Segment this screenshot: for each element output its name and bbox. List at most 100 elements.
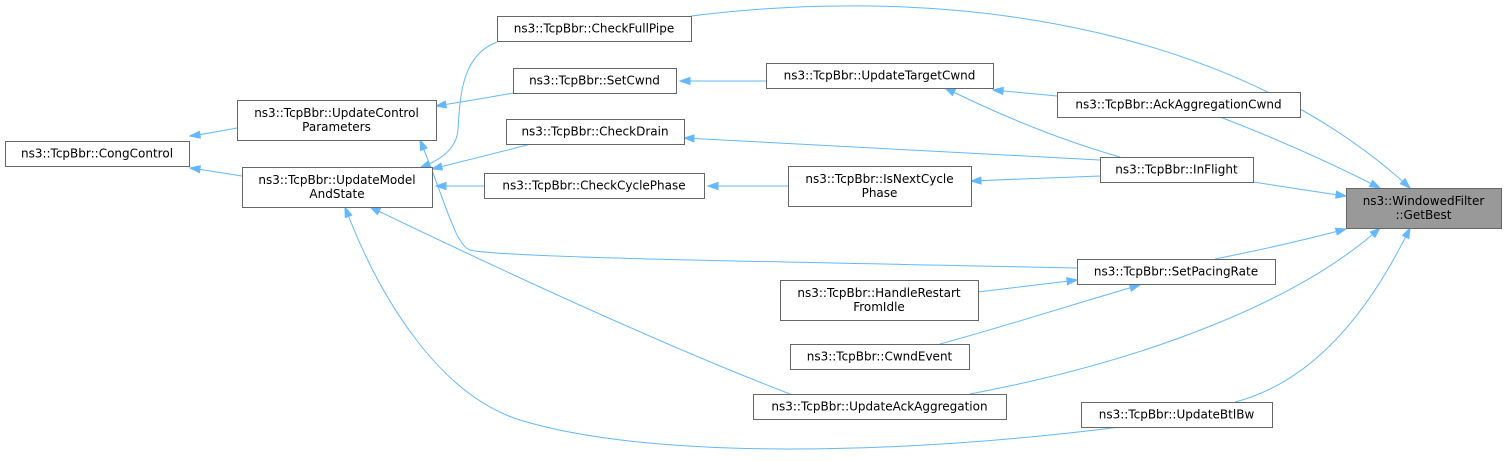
node-label: ns3::TcpBbr::UpdateControl bbox=[254, 106, 419, 120]
edge-arrowhead bbox=[430, 162, 444, 171]
node-label: AndState bbox=[309, 187, 364, 201]
edge-line bbox=[369, 206, 791, 395]
edge-isnextcyclephase-to-checkcyclephase bbox=[706, 181, 788, 191]
edge-arrowhead bbox=[1368, 179, 1382, 189]
node-label: ns3::TcpBbr::SetCwnd bbox=[529, 74, 660, 88]
edge-arrowhead bbox=[678, 76, 691, 86]
node-label: ns3::TcpBbr::UpdateModel bbox=[258, 173, 415, 187]
node-label: FromIdle bbox=[853, 300, 905, 314]
edge-line bbox=[344, 206, 1121, 450]
edge-line bbox=[431, 143, 532, 170]
edge-arrowhead bbox=[1335, 190, 1348, 199]
edge-setpacingrate-to-updatecontrol bbox=[419, 138, 1078, 269]
node-label: ns3::TcpBbr::HandleRestart bbox=[797, 286, 960, 300]
edge-arrowhead bbox=[706, 181, 719, 191]
node-updatetargetcwnd[interactable]: ns3::TcpBbr::UpdateTargetCwnd bbox=[766, 63, 994, 89]
edge-ackaggregationcwnd-to-getbest bbox=[1219, 116, 1382, 189]
edge-line bbox=[690, 5, 1411, 189]
node-label: ns3::TcpBbr::AckAggregationCwnd bbox=[1075, 98, 1281, 112]
node-box bbox=[5, 141, 190, 167]
edge-arrowhead bbox=[344, 205, 353, 219]
edge-updateackaggregation-to-updatemodel bbox=[368, 206, 791, 395]
edge-line bbox=[683, 137, 1101, 161]
node-label: ns3::TcpBbr::CheckFullPipe bbox=[514, 22, 674, 36]
node-box bbox=[1346, 188, 1502, 229]
node-label: ns3::TcpBbr::UpdateBtlBw bbox=[1099, 408, 1255, 422]
node-inflight[interactable]: ns3::TcpBbr::InFlight bbox=[1100, 157, 1254, 183]
edge-arrowhead bbox=[1334, 227, 1348, 236]
node-box bbox=[237, 100, 437, 141]
node-setcwnd[interactable]: ns3::TcpBbr::SetCwnd bbox=[513, 68, 677, 94]
edge-line bbox=[1234, 227, 1411, 403]
edge-arrowhead bbox=[1401, 226, 1411, 240]
edge-line bbox=[969, 227, 1381, 395]
edge-updateackaggregation-to-getbest bbox=[969, 226, 1382, 395]
node-box bbox=[1100, 157, 1254, 183]
node-box bbox=[753, 394, 1007, 420]
node-box bbox=[242, 167, 433, 208]
node-box bbox=[513, 68, 677, 94]
node-label: ns3::TcpBbr::SetPacingRate bbox=[1094, 265, 1258, 279]
edge-arrowhead bbox=[1066, 277, 1079, 286]
node-updateackaggregation[interactable]: ns3::TcpBbr::UpdateAckAggregation bbox=[753, 394, 1007, 420]
edge-checkfullpipe-to-getbest bbox=[690, 5, 1412, 190]
edge-arrowhead bbox=[682, 134, 695, 143]
node-checkdrain[interactable]: ns3::TcpBbr::CheckDrain bbox=[506, 119, 685, 145]
node-label: ns3::TcpBbr::CongControl bbox=[21, 147, 173, 161]
edge-inflight-to-checkdrain bbox=[682, 134, 1101, 161]
edge-inflight-to-getbest bbox=[1252, 181, 1348, 199]
node-box bbox=[497, 16, 692, 42]
node-getbest[interactable]: ns3::WindowedFilter::GetBest bbox=[1346, 188, 1502, 229]
edge-line bbox=[939, 284, 1141, 345]
edge-inflight-to-isnextcyclephase bbox=[969, 175, 1101, 185]
node-box bbox=[484, 173, 705, 199]
edge-updatebtlbw-to-updatemodel bbox=[344, 205, 1121, 450]
edge-setcwnd-to-updatecontrol bbox=[434, 92, 514, 109]
node-label: ns3::TcpBbr::InFlight bbox=[1115, 163, 1238, 177]
node-congcontrol[interactable]: ns3::TcpBbr::CongControl bbox=[5, 141, 190, 167]
node-box bbox=[790, 344, 970, 370]
edge-setpacingrate-to-getbest bbox=[1214, 227, 1348, 260]
edge-updatemodel-to-congcontrol bbox=[188, 165, 243, 177]
edge-arrowhead bbox=[434, 181, 447, 191]
node-box bbox=[1057, 92, 1301, 118]
node-label: Phase bbox=[862, 186, 898, 200]
node-cwndevent[interactable]: ns3::TcpBbr::CwndEvent bbox=[790, 344, 970, 370]
edge-arrowhead bbox=[1128, 283, 1142, 292]
node-setpacingrate[interactable]: ns3::TcpBbr::SetPacingRate bbox=[1077, 259, 1276, 285]
edge-arrowhead bbox=[368, 206, 382, 216]
node-label: ns3::TcpBbr::CheckCyclePhase bbox=[502, 179, 685, 193]
node-updatebtlbw[interactable]: ns3::TcpBbr::UpdateBtlBw bbox=[1081, 402, 1273, 428]
edge-updatebtlbw-to-getbest bbox=[1234, 226, 1411, 403]
edge-updatetargetcwnd-to-setcwnd bbox=[678, 76, 766, 86]
edges-layer bbox=[188, 5, 1412, 450]
edge-arrowhead bbox=[1399, 177, 1412, 190]
edge-arrowhead bbox=[419, 138, 428, 152]
edge-line bbox=[435, 92, 514, 107]
node-checkfullpipe[interactable]: ns3::TcpBbr::CheckFullPipe bbox=[497, 16, 692, 42]
edge-arrowhead bbox=[991, 86, 1004, 96]
node-label: ns3::WindowedFilter bbox=[1363, 194, 1485, 208]
edge-checkcyclephase-to-updatemodel bbox=[434, 181, 484, 191]
edge-line bbox=[419, 41, 498, 169]
edge-updatecontrol-to-congcontrol bbox=[188, 127, 238, 139]
edge-line bbox=[1219, 116, 1381, 189]
edge-arrowhead bbox=[188, 130, 201, 139]
node-box bbox=[1081, 402, 1273, 428]
node-box bbox=[1077, 259, 1276, 285]
edge-arrowhead bbox=[188, 165, 201, 174]
node-ackaggregationcwnd[interactable]: ns3::TcpBbr::AckAggregationCwnd bbox=[1057, 92, 1301, 118]
edge-line bbox=[977, 279, 1078, 293]
node-label: ns3::TcpBbr::UpdateTargetCwnd bbox=[784, 69, 976, 83]
node-label: ns3::TcpBbr::UpdateAckAggregation bbox=[771, 400, 987, 414]
node-label: Parameters bbox=[302, 120, 371, 134]
node-label: ns3::TcpBbr::CwndEvent bbox=[807, 350, 953, 364]
node-checkcyclephase[interactable]: ns3::TcpBbr::CheckCyclePhase bbox=[484, 173, 705, 199]
edge-line bbox=[419, 139, 1078, 269]
nodes-layer: ns3::WindowedFilter::GetBestns3::TcpBbr:… bbox=[5, 16, 1502, 428]
